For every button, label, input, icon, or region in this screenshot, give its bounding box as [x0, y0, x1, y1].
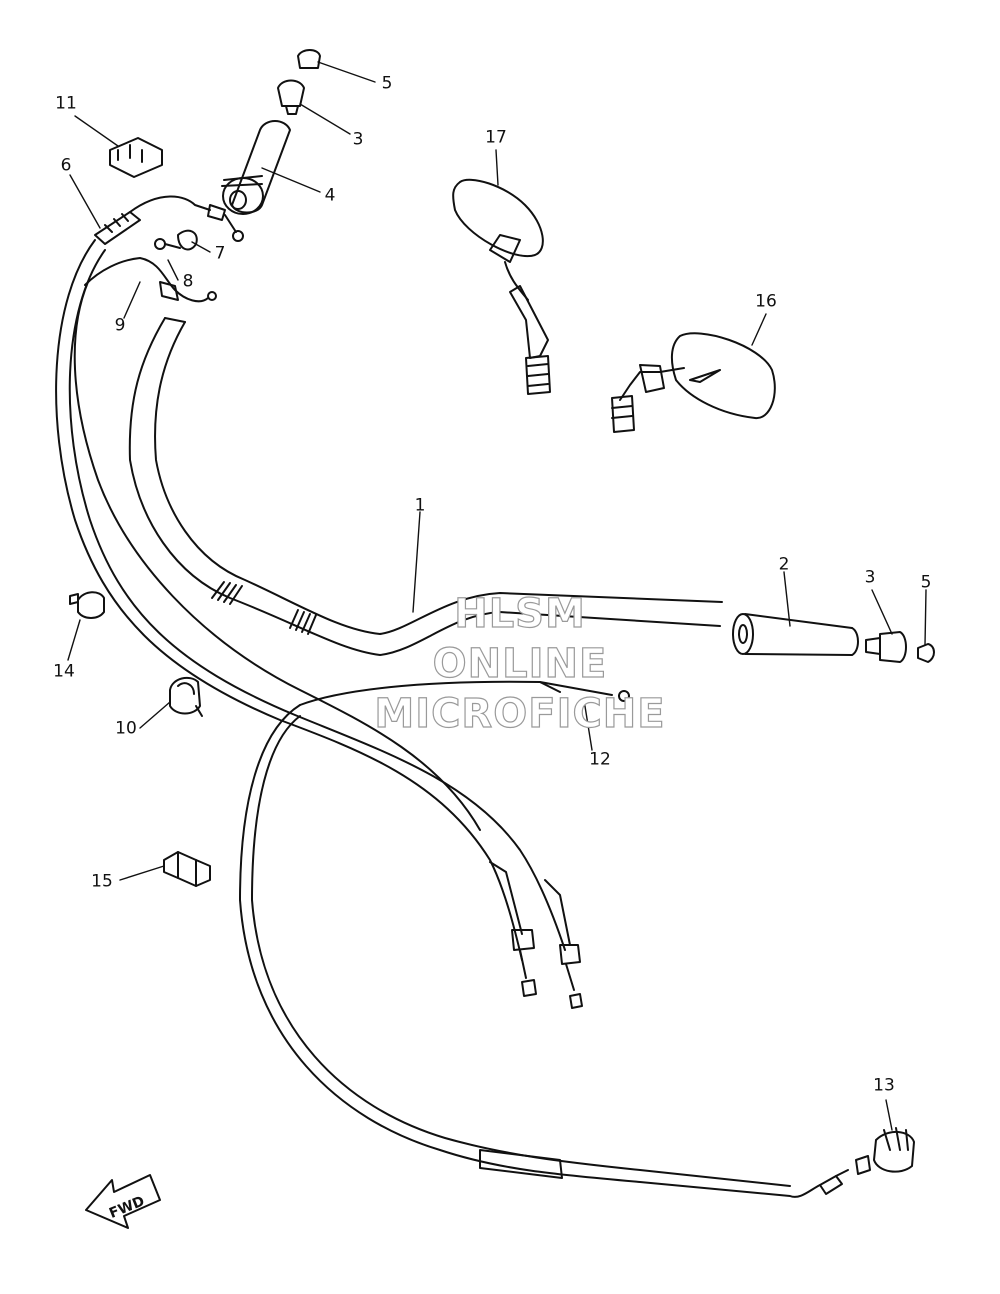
forward-direction-arrow: FWD — [85, 1174, 161, 1229]
callout-8[interactable]: 8 — [182, 271, 194, 292]
watermark-line-2: ONLINE — [432, 641, 608, 687]
cable-clamp-11[interactable] — [109, 137, 163, 178]
callout-7[interactable]: 7 — [214, 243, 226, 264]
callout-14[interactable]: 14 — [53, 661, 75, 682]
callout-10[interactable]: 10 — [115, 718, 137, 739]
clutch-cable[interactable] — [239, 680, 849, 1198]
callout-13[interactable]: 13 — [873, 1075, 895, 1096]
callout-16[interactable]: 16 — [755, 291, 777, 312]
switch-lead-9[interactable] — [84, 257, 217, 303]
callout-5-top[interactable]: 5 — [381, 73, 393, 94]
fwd-label: FWD — [107, 1193, 147, 1222]
mirror-left[interactable] — [452, 178, 551, 395]
bar-end-top[interactable] — [277, 49, 321, 115]
callout-17[interactable]: 17 — [485, 127, 507, 148]
screw-8[interactable] — [154, 238, 181, 250]
handlebar[interactable] — [128, 317, 723, 656]
leader-lines — [67, 61, 927, 1131]
left-grip[interactable] — [732, 613, 859, 656]
throttle-cable-housing[interactable] — [94, 195, 244, 245]
callout-6[interactable]: 6 — [60, 155, 72, 176]
callout-3-right[interactable]: 3 — [864, 567, 876, 588]
callout-3-top[interactable]: 3 — [352, 129, 364, 150]
callout-9[interactable]: 9 — [114, 315, 126, 336]
watermark-line-3: MICROFICHE — [374, 691, 666, 737]
mirror-right[interactable] — [611, 332, 776, 433]
callout-12[interactable]: 12 — [589, 749, 611, 770]
callout-2[interactable]: 2 — [778, 554, 790, 575]
holder-15[interactable] — [163, 851, 211, 887]
starter-switch-13[interactable] — [855, 1127, 915, 1175]
callout-4[interactable]: 4 — [324, 185, 336, 206]
throttle-grip[interactable] — [221, 120, 291, 215]
callout-11[interactable]: 11 — [55, 93, 77, 114]
watermark-line-1: HLSM — [454, 591, 586, 637]
bar-end-right[interactable] — [865, 631, 935, 663]
callout-15[interactable]: 15 — [91, 871, 113, 892]
callout-1[interactable]: 1 — [414, 495, 426, 516]
clip-10[interactable] — [169, 676, 203, 717]
callout-5-right[interactable]: 5 — [920, 572, 932, 593]
plate-7[interactable] — [177, 229, 198, 251]
throttle-cables-long[interactable] — [55, 239, 583, 1009]
clip-14[interactable] — [69, 591, 105, 619]
